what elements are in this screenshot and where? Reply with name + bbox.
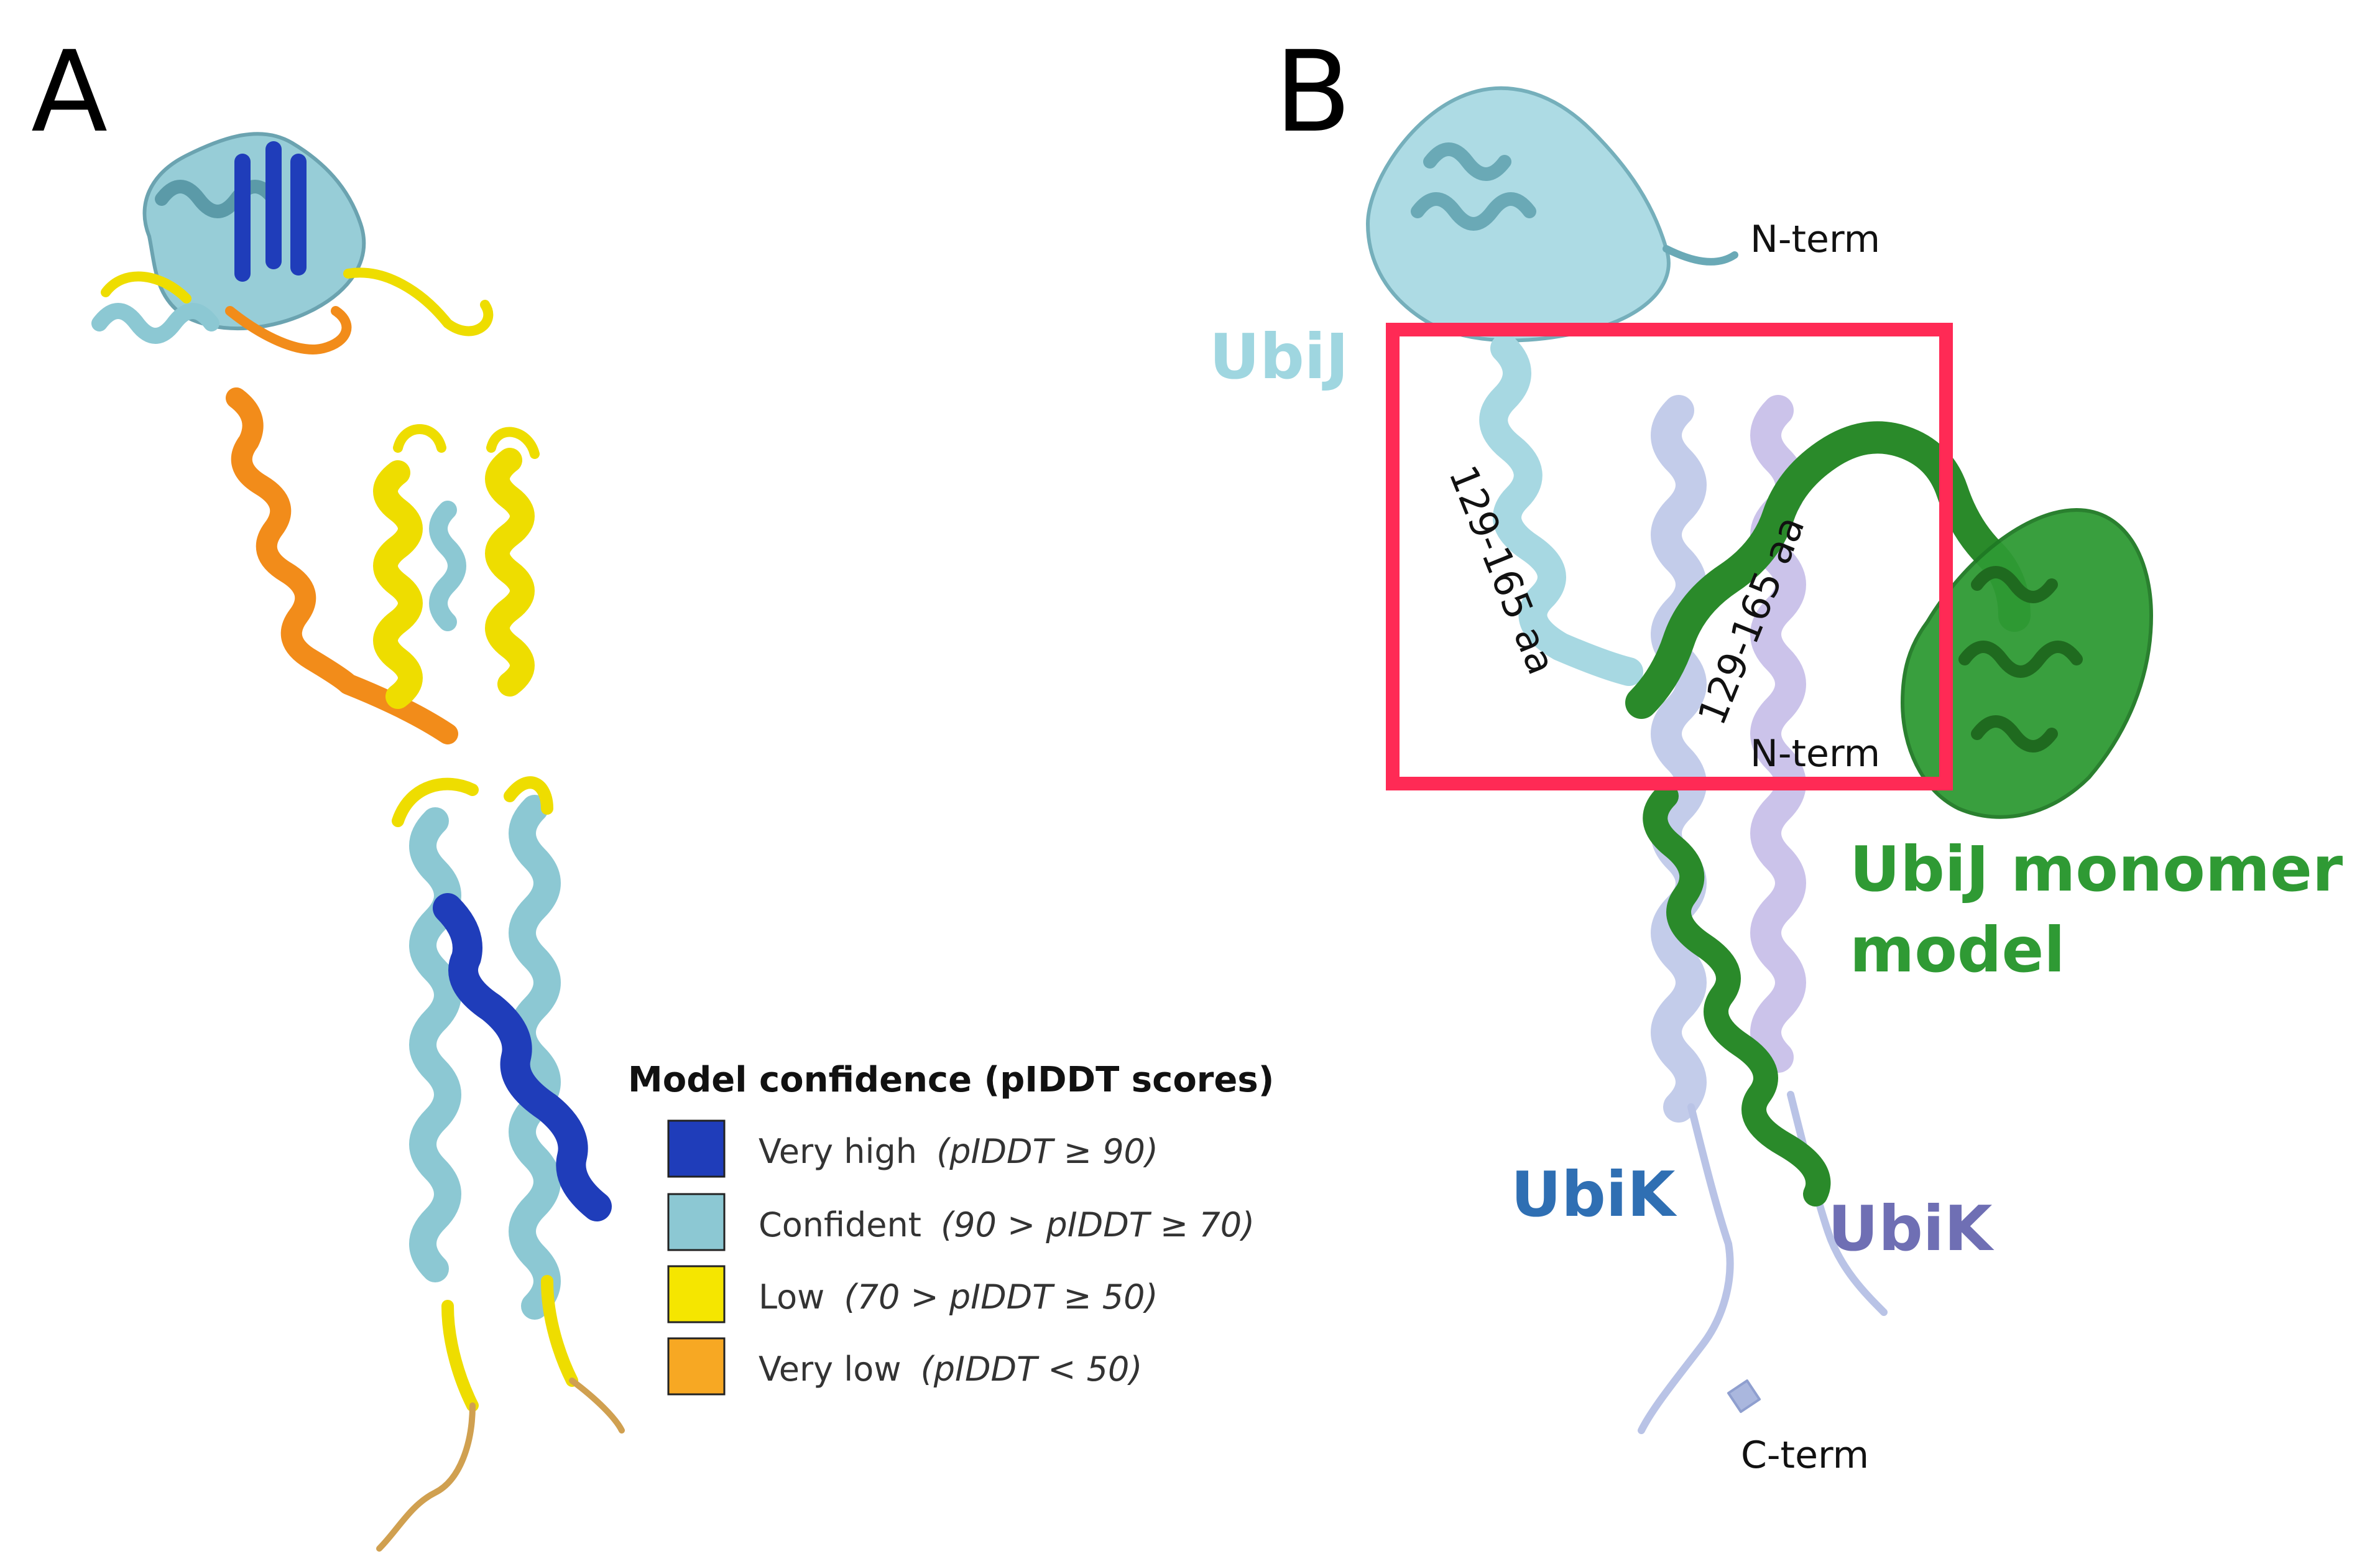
legend-item-low: Low (70 > pIDDT ≥ 50)	[667, 1265, 1158, 1323]
legend-swatch	[667, 1119, 726, 1178]
legend-item-very-high: Very high (pIDDT ≥ 90)	[667, 1119, 1158, 1178]
label-ubij-monomer-line2: model	[1850, 914, 2065, 986]
legend-title: Model confidence (pIDDT scores)	[628, 1060, 1274, 1100]
a-yellow-bundle-mid	[429, 501, 466, 631]
label-ubij: UbiJ	[1209, 320, 1349, 393]
a-yellow-bundle-left	[373, 460, 423, 709]
legend-item-confident: Confident (90 > pIDDT ≥ 70)	[667, 1193, 1255, 1251]
label-ubij-monomer-line1: UbiJ monomer	[1850, 833, 2343, 906]
a-lower-helix-right	[509, 795, 561, 1320]
a-top-domain-cyan	[142, 132, 366, 331]
a-lower-helix-dark-blue	[433, 893, 612, 1221]
panel-b-letter: B	[1275, 27, 1352, 157]
label-c-term: C-term	[1741, 1434, 1869, 1477]
a-top-orange-loop	[225, 306, 352, 354]
b-ubij-green-domain-helices	[1958, 566, 2083, 753]
legend-item-text: Low (70 > pIDDT ≥ 50)	[759, 1277, 1158, 1317]
legend-item-label: Low	[759, 1277, 824, 1317]
legend-item-label: Very high	[759, 1132, 917, 1171]
legend-item-range: (pIDDT < 50)	[921, 1350, 1143, 1389]
a-top-helix-coil	[155, 180, 280, 218]
confidence-legend: Model confidence (pIDDT scores) Very hig…	[628, 1060, 1274, 1396]
label-ubik-left: UbiK	[1511, 1158, 1677, 1231]
label-n-term-box: N-term	[1750, 732, 1880, 776]
legend-item-text: Confident (90 > pIDDT ≥ 70)	[759, 1205, 1255, 1244]
b-ubij-green-helix-main	[1625, 421, 2031, 719]
legend-swatch	[667, 1193, 726, 1251]
legend-item-range: (70 > pIDDT ≥ 50)	[844, 1277, 1158, 1317]
b-ubij-green-lower-helix	[1643, 784, 1831, 1207]
legend-item-range: (pIDDT ≥ 90)	[936, 1132, 1158, 1171]
a-top-strands-dark-blue	[234, 141, 307, 282]
panel-a-protein-structure	[91, 132, 625, 1552]
legend-swatch	[667, 1265, 726, 1323]
panel-a-letter: A	[31, 27, 108, 157]
a-yellow-loop-top	[393, 424, 540, 459]
panel-b-protein-structure	[1366, 86, 2153, 1434]
a-top-cyan-helix-left	[91, 303, 219, 344]
b-ubik-tails	[1638, 1091, 1888, 1434]
legend-item-text: Very low (pIDDT < 50)	[759, 1350, 1142, 1389]
legend-item-very-low: Very low (pIDDT < 50)	[667, 1337, 1142, 1396]
b-ubij-top-loop	[1663, 245, 1738, 266]
legend-item-text: Very high (pIDDT ≥ 90)	[759, 1132, 1158, 1171]
a-orange-helix	[226, 387, 458, 744]
legend-item-label: Confident	[759, 1205, 921, 1244]
panel-a: A Model confidence (pIDDT sco	[31, 27, 1274, 1552]
b-ubik-blue-helix	[1651, 395, 1707, 1123]
legend-item-label: Very low	[759, 1350, 902, 1389]
label-n-term-top: N-term	[1750, 218, 1880, 261]
label-ubik-right: UbiK	[1828, 1192, 1995, 1265]
b-ubik-tail-knot	[1727, 1379, 1761, 1413]
b-ubij-cyan-helix	[1479, 334, 1643, 686]
a-lower-yellow-ends	[392, 776, 578, 1412]
legend-swatch	[667, 1337, 726, 1396]
a-lower-tail	[376, 1378, 625, 1552]
legend-item-range: (90 > pIDDT ≥ 70)	[941, 1205, 1255, 1244]
a-yellow-bundle-right	[485, 448, 535, 697]
b-ubij-top-helices	[1411, 142, 1536, 231]
highlight-box	[1386, 323, 1953, 790]
a-lower-helix-left	[409, 807, 461, 1282]
a-top-yellow-loops	[101, 267, 494, 336]
panel-b: B UbiJ N-term 129-165 aa 129-165 aa	[1209, 27, 2343, 1477]
